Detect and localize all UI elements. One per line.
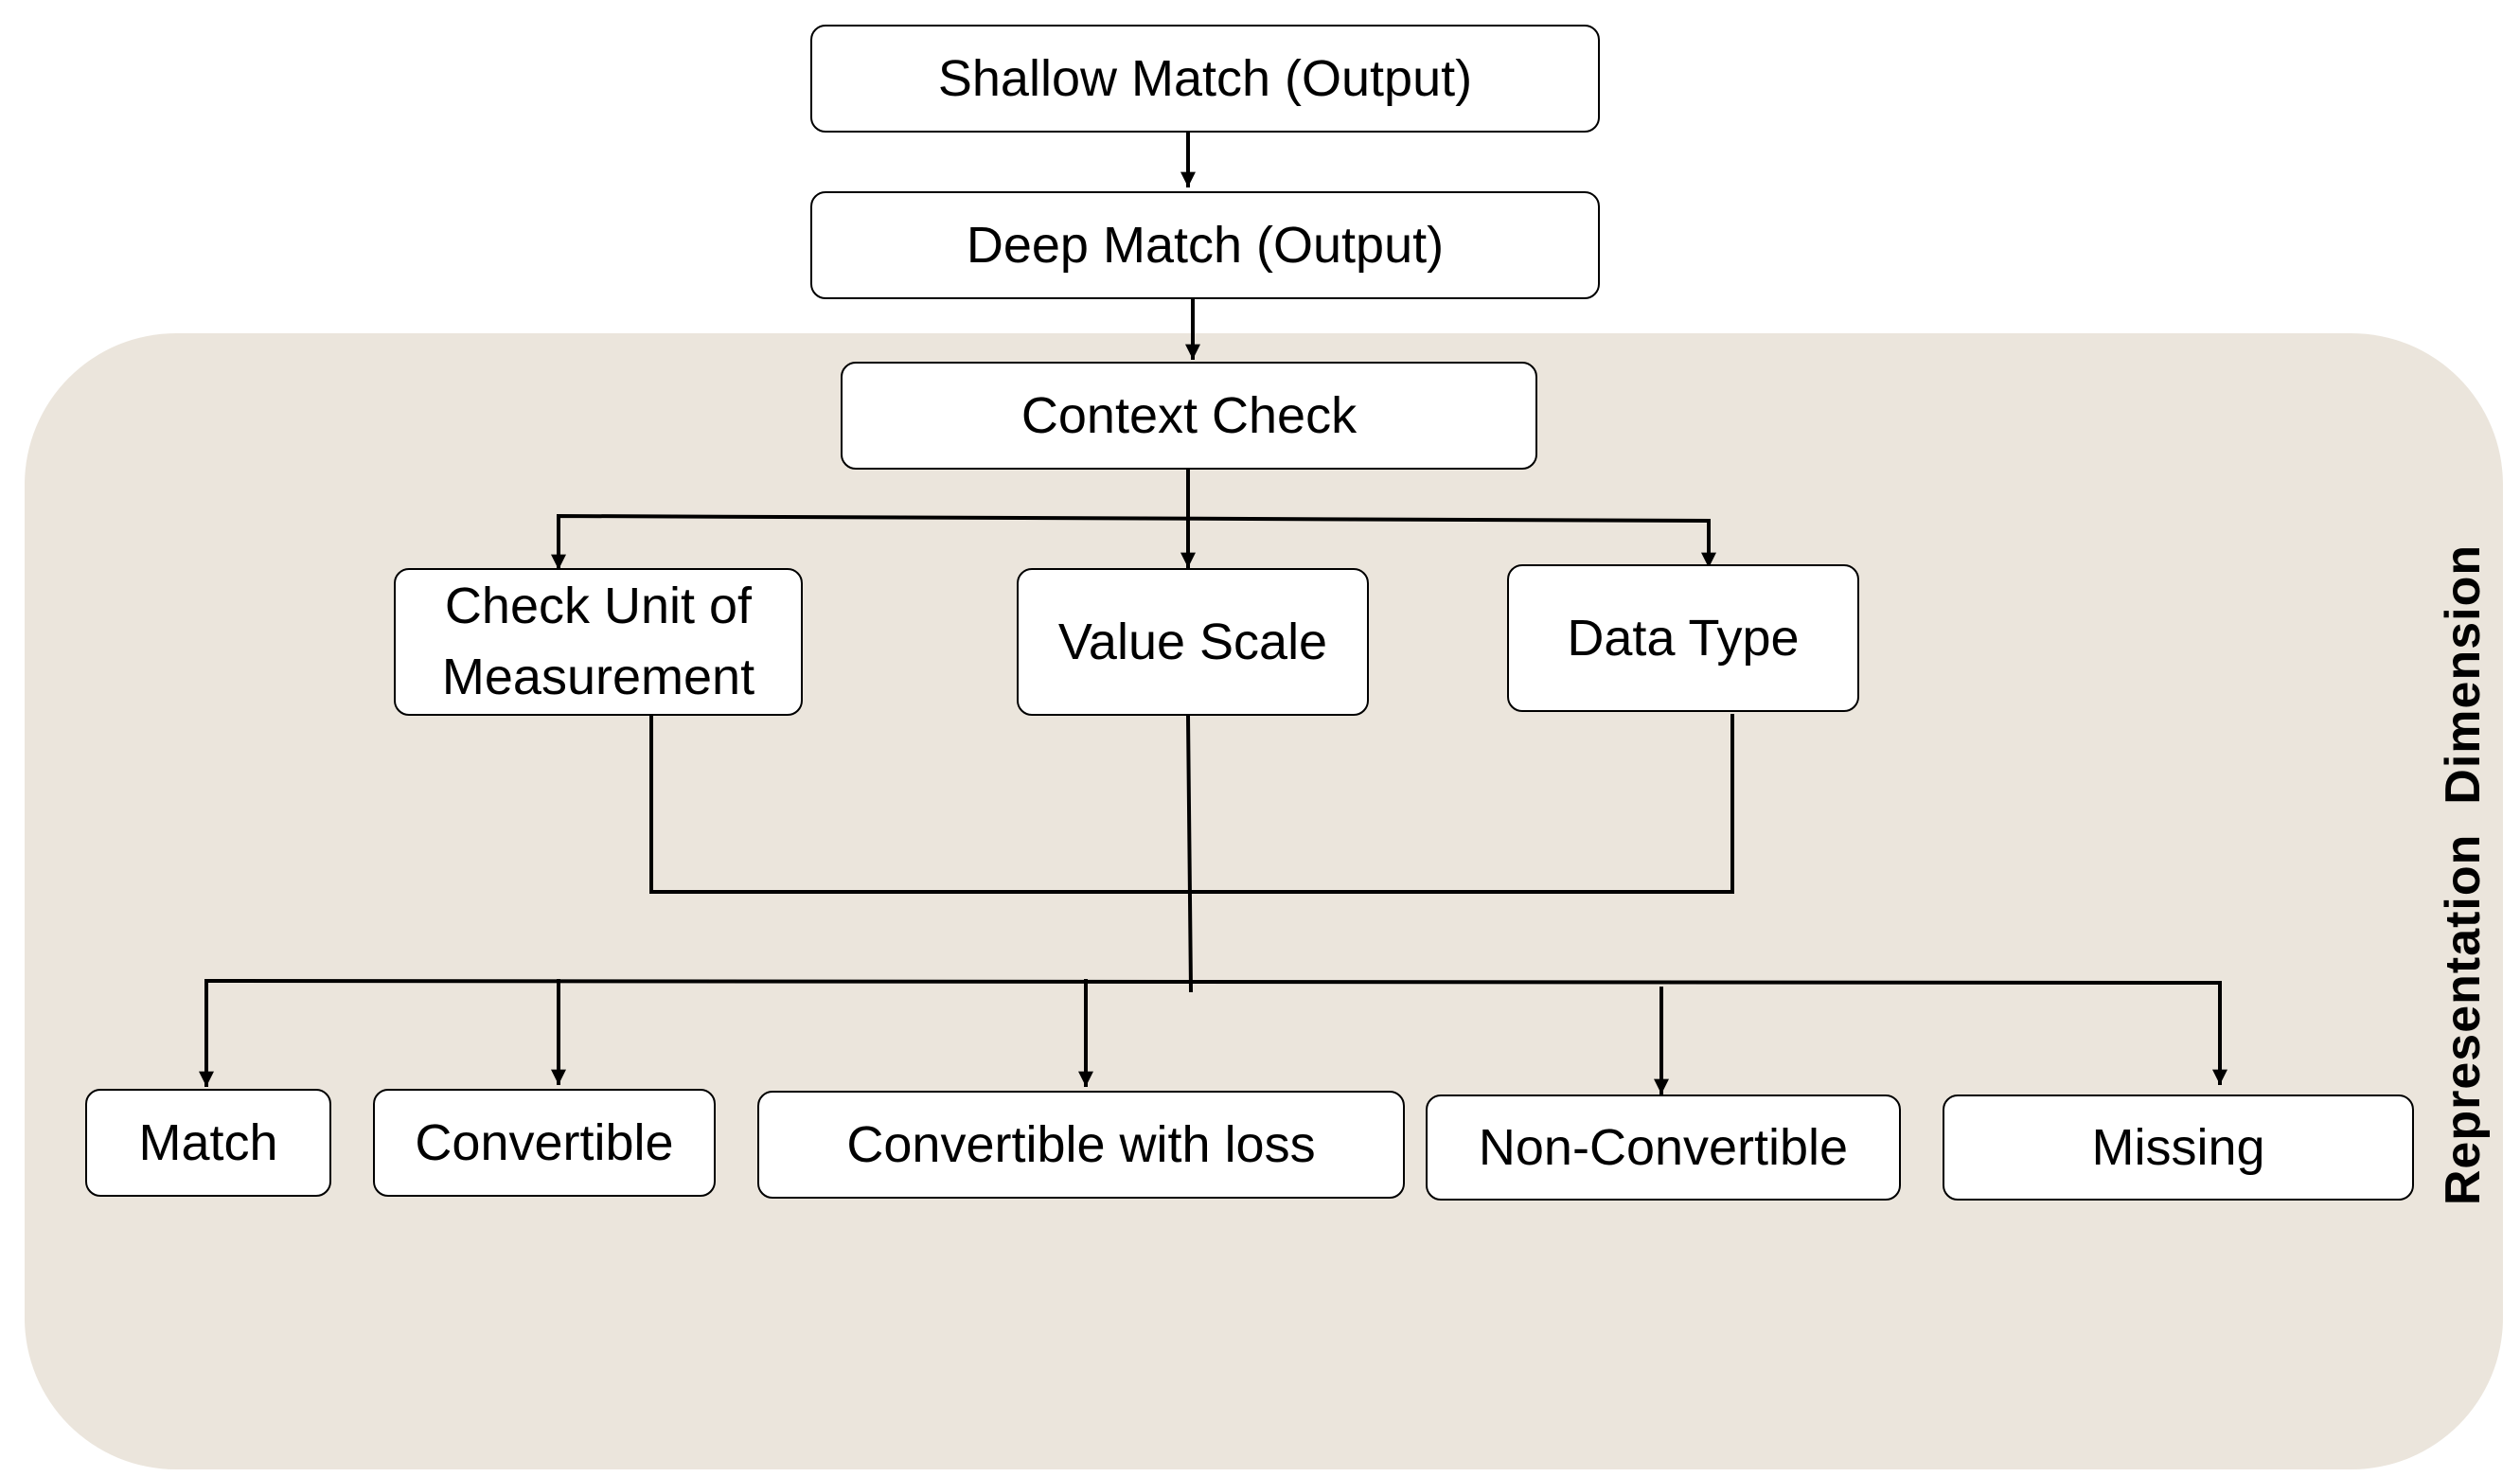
check-unit-label-line1: Check Unit of	[444, 578, 753, 635]
convertible-box: Convertible	[373, 1089, 716, 1197]
representation-dimension-panel	[25, 333, 2503, 1469]
check-unit-box: Check Unit of Measurement	[394, 568, 803, 716]
non-convertible-label: Non-Convertible	[1478, 1118, 1849, 1176]
context-check-box: Context Check	[841, 362, 1537, 470]
shallow-match-label: Shallow Match (Output)	[937, 49, 1473, 107]
data-type-box: Data Type	[1507, 564, 1859, 712]
convertible-with-loss-box: Convertible with loss	[757, 1091, 1405, 1199]
missing-box: Missing	[1943, 1094, 2414, 1201]
value-scale-box: Value Scale	[1017, 568, 1369, 716]
deep-match-label: Deep Match (Output)	[966, 216, 1445, 274]
connector-context-branches	[557, 513, 1711, 568]
check-unit-label-line2: Measurement	[441, 649, 755, 705]
context-check-label: Context Check	[1020, 386, 1358, 444]
match-label: Match	[138, 1113, 278, 1171]
connector-checks-merge	[649, 714, 1734, 894]
convertible-with-loss-label: Convertible with loss	[846, 1115, 1316, 1173]
convertible-label: Convertible	[415, 1113, 674, 1171]
shallow-match-box: Shallow Match (Output)	[810, 25, 1600, 133]
data-type-label: Data Type	[1567, 609, 1800, 667]
representation-dimension-label: Representation Dimension	[2436, 543, 2491, 1206]
match-box: Match	[85, 1089, 331, 1197]
connector-outcome-bus	[204, 978, 2223, 986]
missing-label: Missing	[2091, 1118, 2265, 1176]
deep-match-box: Deep Match (Output)	[810, 191, 1600, 299]
connector-value-scale-trunk	[1185, 713, 1194, 993]
non-convertible-box: Non-Convertible	[1426, 1094, 1901, 1201]
value-scale-label: Value Scale	[1057, 613, 1328, 670]
